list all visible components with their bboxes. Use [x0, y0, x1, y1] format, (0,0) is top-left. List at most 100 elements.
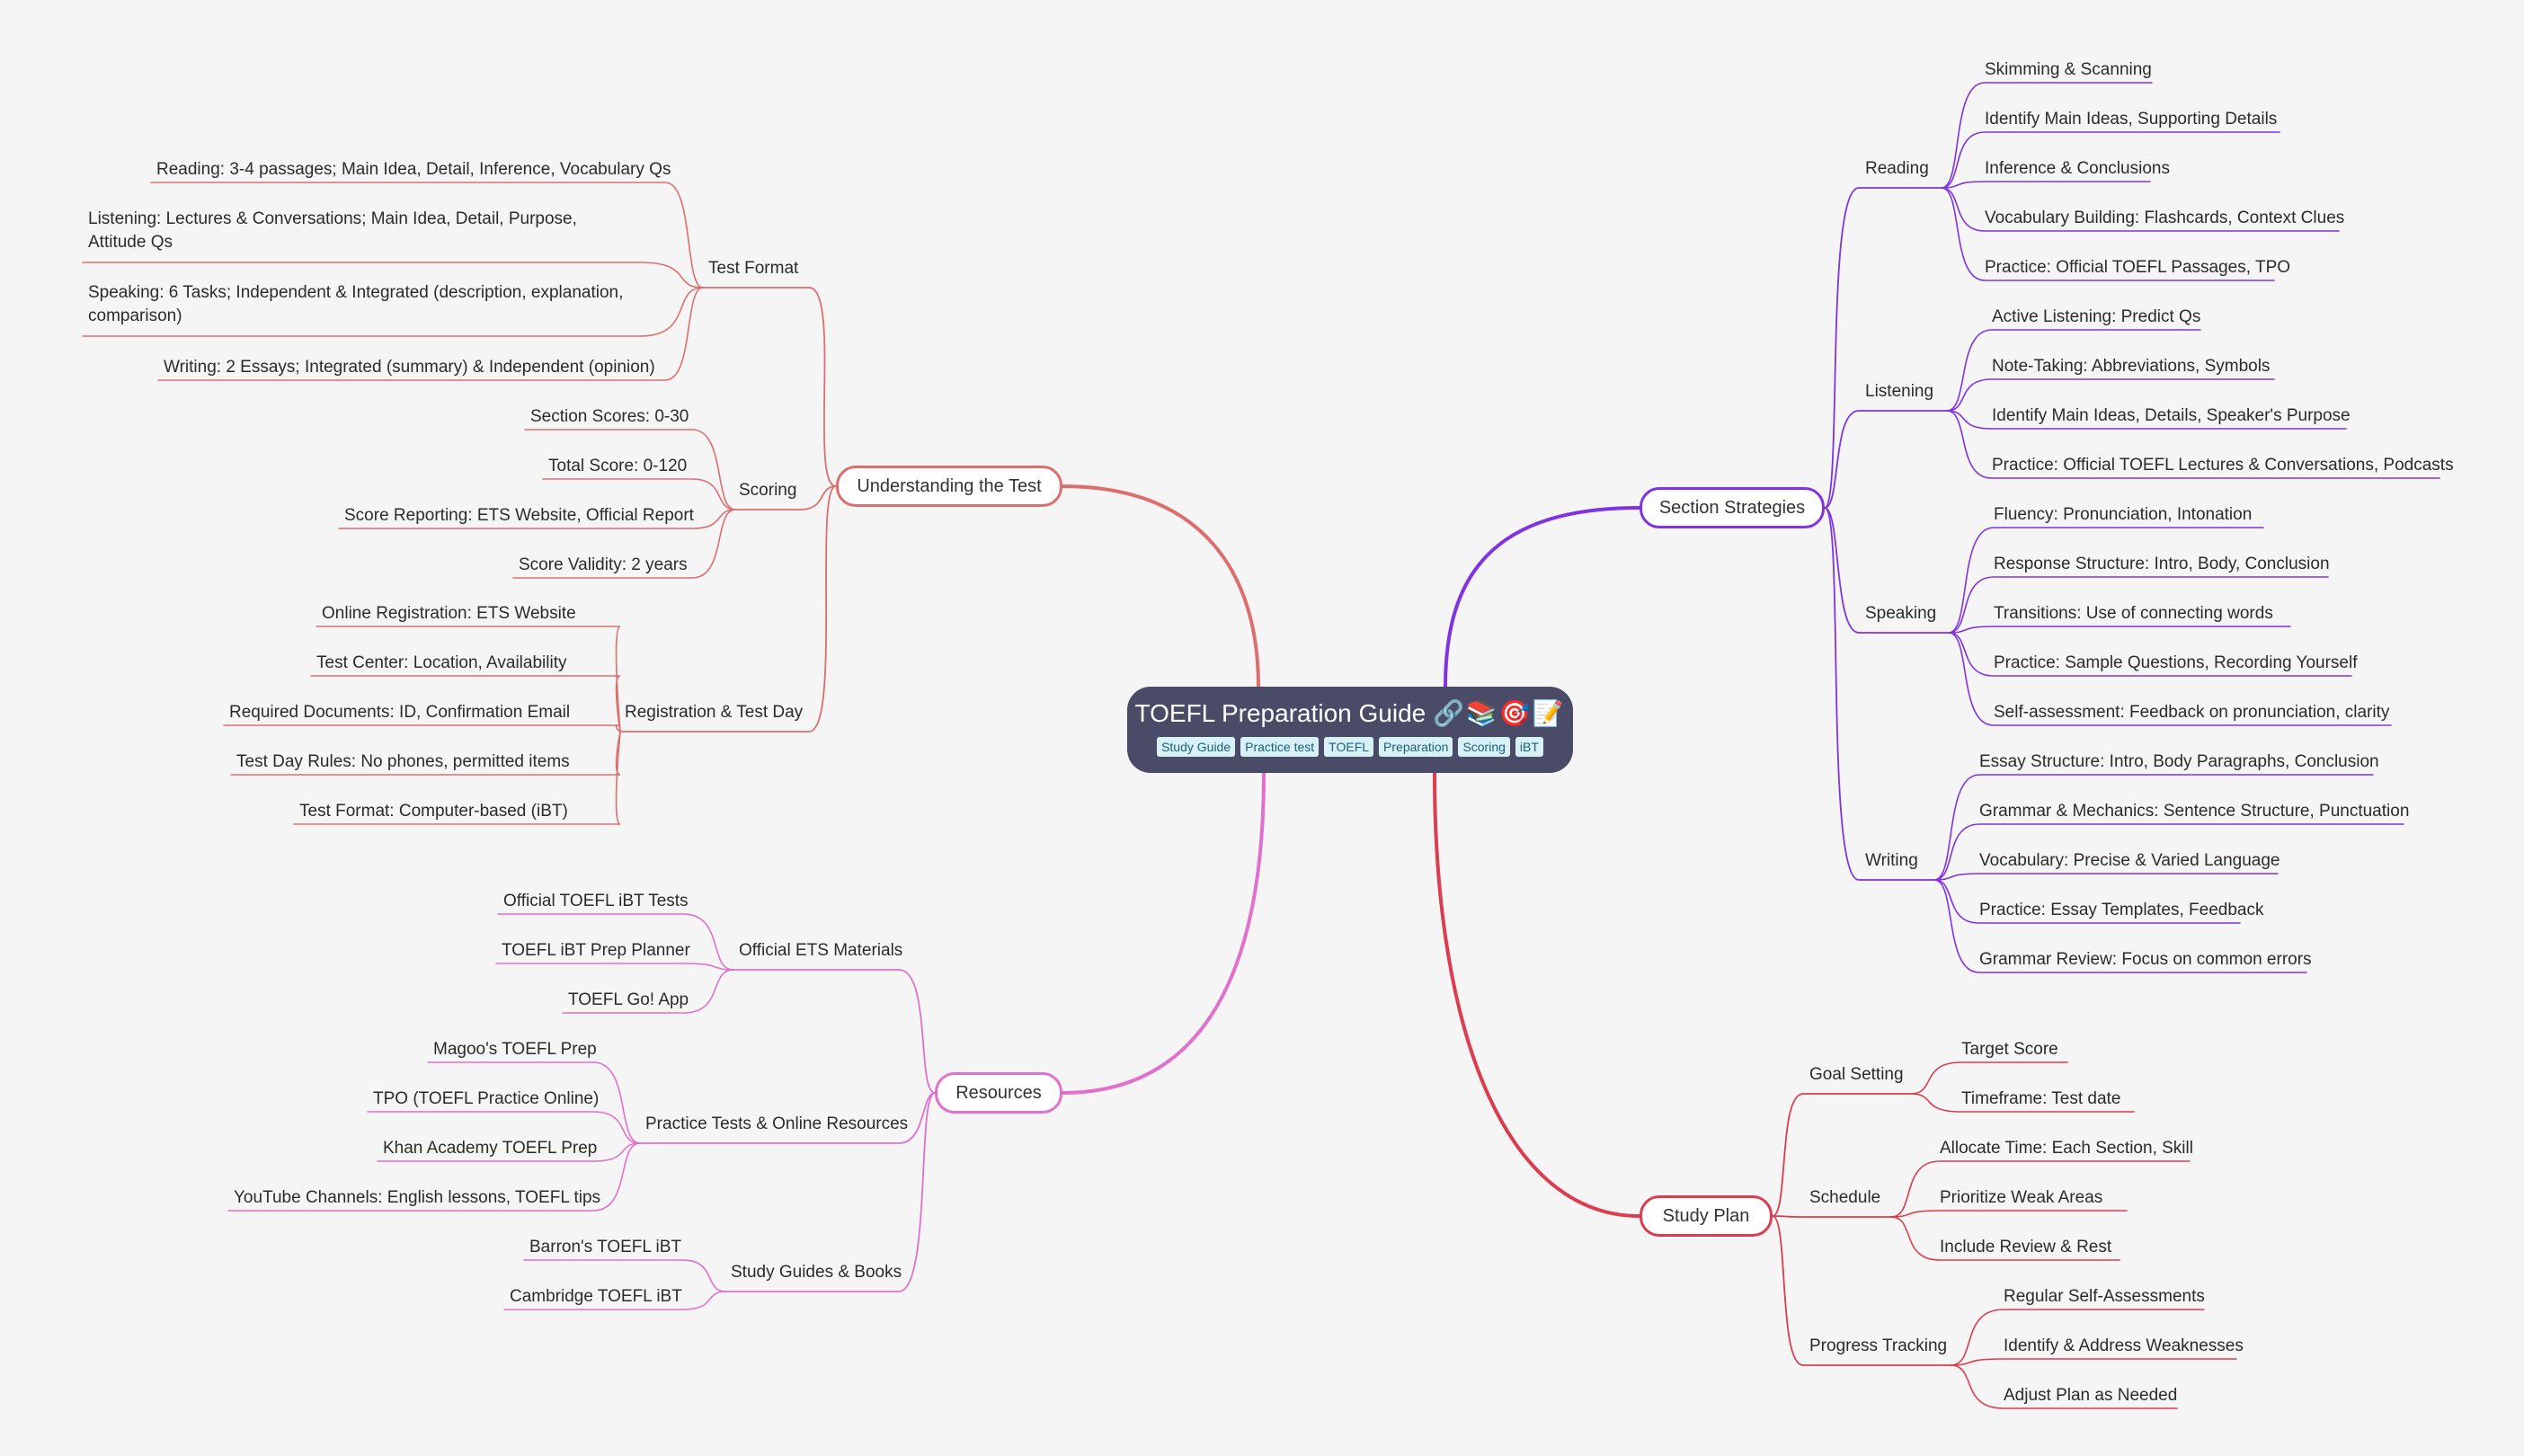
topic-study-plan[interactable]: Study Plan — [1640, 1195, 1773, 1237]
subtopic-practice-tests-online-resources[interactable]: Practice Tests & Online Resources — [645, 1114, 909, 1133]
leaf-connector — [495, 963, 734, 971]
leaf-item[interactable]: Include Review & Rest — [1940, 1238, 2112, 1256]
leaf-item[interactable]: Timeframe: Test date — [1961, 1089, 2121, 1108]
leaf-connector — [1946, 410, 2347, 430]
leaf-item[interactable]: Regular Self-Assessments — [2004, 1287, 2205, 1306]
leaf-connector — [377, 1142, 641, 1162]
leaf-item[interactable]: Target Score — [1961, 1040, 2058, 1059]
leaf-item[interactable]: Grammar Review: Focus on common errors — [1979, 950, 2312, 969]
leaf-connector — [293, 731, 621, 825]
leaf-item[interactable]: Practice: Sample Questions, Recording Yo… — [1994, 653, 2358, 672]
leaf-item[interactable]: Cambridge TOEFL iBT — [510, 1287, 682, 1306]
subtopic-listening[interactable]: Listening — [1865, 382, 1934, 401]
leaf-item[interactable]: Response Structure: Intro, Body, Conclus… — [1994, 555, 2330, 573]
leaf-item[interactable]: Essay Structure: Intro, Body Paragraphs,… — [1979, 752, 2379, 771]
leaf-item[interactable]: Test Format: Computer-based (iBT) — [299, 802, 568, 821]
leaf-item[interactable]: Self-assessment: Feedback on pronunciati… — [1994, 703, 2390, 722]
subtopic-speaking[interactable]: Speaking — [1865, 604, 1937, 623]
leaf-connector — [1890, 1210, 2128, 1218]
leaf-connector — [1890, 1160, 2191, 1218]
subtopic-registration-test-day[interactable]: Registration & Test Day — [625, 703, 804, 722]
leaf-item[interactable]: Total Score: 0-120 — [548, 457, 688, 475]
leaf-item[interactable]: Test Day Rules: No phones, permitted ite… — [236, 752, 570, 771]
leaf-connector — [1948, 527, 2264, 634]
leaf-connector — [512, 509, 736, 579]
central-topic[interactable]: TOEFL Preparation Guide 🔗📚🎯📝 Study Guide… — [1127, 687, 1573, 773]
leaf-item[interactable]: Prioritize Weak Areas — [1940, 1188, 2103, 1207]
leaf-item[interactable]: Identify Main Ideas, Supporting Details — [1985, 110, 2278, 129]
leaf-item[interactable]: Score Validity: 2 years — [519, 555, 688, 574]
leaf-item[interactable]: Writing: 2 Essays; Integrated (summary) … — [164, 358, 655, 377]
subtopic-goal-setting[interactable]: Goal Setting — [1809, 1065, 1904, 1084]
tag[interactable]: Preparation — [1379, 737, 1453, 757]
leaf-connector — [1910, 1093, 2135, 1113]
leaf-item[interactable]: YouTube Channels: English lessons, TOEFL… — [234, 1188, 601, 1207]
leaf-item[interactable]: TPO (TOEFL Practice Online) — [373, 1089, 600, 1108]
subtopic-scoring[interactable]: Scoring — [739, 481, 797, 500]
leaf-connector — [524, 429, 736, 510]
tag[interactable]: iBT — [1515, 737, 1543, 757]
leaf-connector — [523, 1259, 726, 1292]
tag[interactable]: Study Guide — [1157, 737, 1236, 757]
leaf-item[interactable]: Practice: Official TOEFL Passages, TPO — [1985, 258, 2291, 277]
subtopic-study-guides-books[interactable]: Study Guides & Books — [731, 1263, 902, 1282]
subtopic-writing[interactable]: Writing — [1865, 851, 1918, 870]
subtopic-test-format[interactable]: Test Format — [708, 259, 799, 278]
leaf-item[interactable]: Official TOEFL iBT Tests — [503, 892, 689, 910]
leaf-connector — [1941, 187, 2340, 232]
leaf-item[interactable]: Active Listening: Predict Qs — [1992, 307, 2201, 326]
tag[interactable]: Scoring — [1458, 737, 1510, 757]
leaf-item[interactable]: Reading: 3-4 passages; Main Idea, Detail… — [156, 160, 671, 179]
leaf-item[interactable]: Section Scores: 0-30 — [530, 407, 689, 426]
leaf-item[interactable]: Identify & Address Weaknesses — [2004, 1336, 2244, 1355]
subtopic-connector — [639, 1092, 936, 1144]
tag[interactable]: TOEFL — [1324, 737, 1374, 757]
topic-understanding-the-test[interactable]: Understanding the Test — [836, 466, 1062, 507]
leaf-item[interactable]: Vocabulary Building: Flashcards, Context… — [1985, 209, 2345, 227]
leaf-item[interactable]: Identify Main Ideas, Details, Speaker's … — [1992, 406, 2351, 425]
leaf-item[interactable]: Barron's TOEFL iBT — [529, 1238, 682, 1256]
leaf-item[interactable]: Magoo's TOEFL Prep — [433, 1040, 597, 1059]
leaf-connector — [157, 287, 704, 381]
central-topic-title: TOEFL Preparation Guide 🔗📚🎯📝 — [1127, 697, 1573, 730]
leaf-item[interactable]: Khan Academy TOEFL Prep — [383, 1139, 598, 1158]
leaf-item[interactable]: Vocabulary: Precise & Varied Language — [1979, 851, 2280, 870]
tag[interactable]: Practice test — [1240, 737, 1320, 757]
leaf-connector — [1910, 1061, 2068, 1095]
subtopic-connector — [619, 485, 837, 732]
leaf-connector — [1948, 576, 2329, 634]
leaf-connector — [427, 1061, 641, 1144]
topic-resources[interactable]: Resources — [935, 1072, 1062, 1114]
leaf-item[interactable]: Listening: Lectures & Conversations; Mai… — [88, 209, 577, 252]
leaf-item[interactable]: Speaking: 6 Tasks; Independent & Integra… — [88, 283, 624, 325]
leaf-connector — [1948, 632, 2392, 726]
leaf-connector — [1950, 1364, 2178, 1409]
leaf-item[interactable]: Allocate Time: Each Section, Skill — [1940, 1139, 2193, 1158]
subtopic-official-ets-materials[interactable]: Official ETS Materials — [739, 941, 903, 960]
leaf-item[interactable]: Note-Taking: Abbreviations, Symbols — [1992, 357, 2271, 376]
leaf-item[interactable]: Test Center: Location, Availability — [316, 653, 567, 672]
subtopic-reading[interactable]: Reading — [1865, 159, 1929, 178]
leaf-connector — [1950, 1358, 2237, 1366]
subtopic-progress-tracking[interactable]: Progress Tracking — [1809, 1336, 1948, 1355]
subtopic-schedule[interactable]: Schedule — [1809, 1188, 1881, 1207]
leaf-item[interactable]: Score Reporting: ETS Website, Official R… — [344, 506, 694, 525]
leaf-connector — [542, 478, 736, 510]
subtopic-connector — [1824, 410, 1948, 509]
leaf-item[interactable]: Fluency: Pronunciation, Intonation — [1994, 505, 2253, 524]
leaf-item[interactable]: TOEFL Go! App — [568, 990, 689, 1009]
leaf-item[interactable]: Transitions: Use of connecting words — [1994, 604, 2273, 623]
leaf-item[interactable]: Practice: Official TOEFL Lectures & Conv… — [1992, 456, 2454, 475]
leaf-item[interactable]: TOEFL iBT Prep Planner — [502, 941, 690, 960]
leaf-item[interactable]: Required Documents: ID, Confirmation Ema… — [229, 703, 571, 722]
leaf-item[interactable]: Adjust Plan as Needed — [2004, 1386, 2178, 1405]
leaf-item[interactable]: Practice: Essay Templates, Feedback — [1979, 901, 2264, 919]
leaf-connector — [1941, 131, 2280, 189]
topic-section-strategies[interactable]: Section Strategies — [1640, 487, 1825, 528]
leaf-connector — [227, 1142, 641, 1212]
leaf-item[interactable]: Inference & Conclusions — [1985, 159, 2170, 178]
leaf-item[interactable]: Skimming & Scanning — [1985, 60, 2152, 79]
leaf-item[interactable]: Grammar & Mechanics: Sentence Structure,… — [1979, 802, 2410, 821]
branch-connector — [1444, 506, 1641, 688]
leaf-item[interactable]: Online Registration: ETS Website — [322, 604, 576, 623]
